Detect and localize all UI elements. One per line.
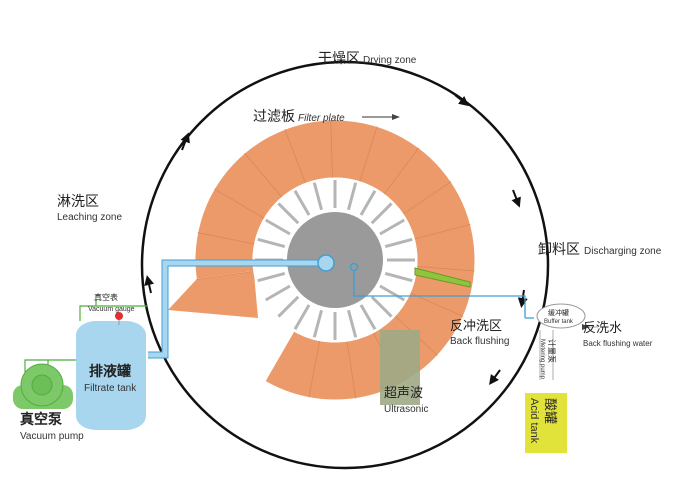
metering-pump-zh: 计量泵 — [547, 339, 557, 363]
filtrate-tank — [76, 321, 146, 430]
loop-arrow-bottom-right — [489, 369, 501, 386]
ultrasonic-zh: 超声波 — [384, 386, 423, 401]
plate-segment-divider — [346, 341, 357, 399]
plate-segment-divider — [308, 340, 321, 398]
filtrate-tank-en: Filtrate tank — [84, 383, 137, 394]
buffer-tank — [536, 303, 586, 329]
hub-spoke — [277, 202, 300, 225]
vacuum-gauge-en: Vacuum gauge — [88, 306, 135, 313]
hub-spoke — [257, 237, 286, 248]
filter-plate-segments — [196, 120, 475, 399]
filtrate-tank-zh: 排液罐 — [89, 363, 131, 380]
hub-spoke — [379, 218, 406, 236]
filter-plate-tail — [168, 271, 258, 318]
plate-segment-divider — [359, 126, 378, 182]
plate-segment-divider — [416, 266, 475, 272]
loop-arrow-top-right — [454, 94, 469, 107]
plate-segment-divider — [214, 188, 265, 219]
tank-relief-valve — [115, 312, 123, 320]
back-flushing-water-en: Back flushing water — [583, 339, 653, 348]
hub-spoke — [379, 284, 406, 302]
center-hub — [287, 212, 383, 308]
back-flushing-zone-en: Back flushing — [450, 336, 509, 347]
acid-tank — [525, 393, 567, 453]
vacuum-pump — [13, 363, 73, 409]
metering-pump-en: Metering pump — [539, 339, 545, 380]
back-flushing-line — [353, 270, 526, 318]
plate-segment-divider — [409, 292, 464, 317]
hub-spoke — [264, 218, 291, 236]
vacuum-gauge-line — [79, 305, 148, 321]
hub-vacuum-port — [317, 254, 335, 272]
loop-arrow-left-lower — [144, 275, 154, 294]
buffer-tank-zh: 缓冲罐 — [548, 308, 569, 317]
hub-spoke — [312, 182, 323, 211]
pump-suction-line-2 — [24, 359, 48, 372]
leaching-zone-zh: 淋洗区 — [57, 194, 99, 210]
plate-segment-divider — [196, 271, 254, 280]
hub-spoke — [257, 272, 286, 283]
ultrasonic-en: Ultrasonic — [384, 404, 428, 415]
discharge-scraper — [414, 267, 471, 288]
process-loop — [140, 60, 550, 470]
hub-spoke — [384, 272, 413, 283]
back-flushing-zone-zh: 反冲洗区 — [450, 319, 502, 334]
hub-spoke — [384, 237, 413, 248]
buffer-tank-en: Buffer tank — [544, 319, 574, 325]
hub-spoke — [312, 309, 323, 338]
hub-spoke — [293, 189, 311, 216]
plate-segment-divider — [414, 223, 471, 240]
plate-segment-divider — [284, 129, 306, 184]
back-flushing-water-zh: 反洗水 — [583, 321, 622, 336]
hub-spoke — [359, 189, 377, 216]
plate-segment-divider — [383, 147, 420, 195]
drying-zone-zh: 干燥区 — [318, 51, 360, 67]
vacuum-pump-en: Vacuum pump — [20, 431, 84, 442]
ultrasonic-block — [380, 330, 420, 405]
leaching-zone-en: Leaching zone — [57, 212, 122, 223]
discharging-zone-en: Discharging zone — [584, 246, 662, 257]
hub-spoke — [359, 304, 377, 331]
discharging-zone-zh: 卸料区 — [538, 242, 580, 258]
plate-segment-divider — [197, 232, 255, 245]
vacuum-pump-zh: 真空泵 — [20, 411, 62, 428]
hub-spoke — [370, 202, 393, 225]
plate-segment-divider — [244, 152, 283, 198]
acid-tank-en: Acid tank — [528, 398, 540, 444]
hub-spoke — [293, 304, 311, 331]
metering-pump-lines — [539, 330, 554, 380]
filter-plate-zh: 过滤板 — [253, 109, 295, 125]
filter-plate-en: Filter plate — [298, 113, 345, 124]
hub-spoke — [277, 295, 300, 318]
vacuum-gauge-zh: 真空表 — [94, 292, 118, 302]
hub-spoke — [370, 295, 393, 318]
hub-spoke — [264, 284, 291, 302]
loop-arrow-left-upper — [180, 132, 190, 151]
drying-zone-en: Drying zone — [363, 55, 417, 66]
vacuum-pipe — [148, 260, 323, 358]
plate-segment-divider — [330, 120, 333, 179]
hub-spoke — [347, 309, 358, 338]
acid-tank-zh: 酸罐 — [542, 398, 557, 424]
loop-arrow-right-upper — [511, 189, 521, 208]
plate-segment-divider — [402, 181, 452, 215]
hub-spoke — [347, 182, 358, 211]
